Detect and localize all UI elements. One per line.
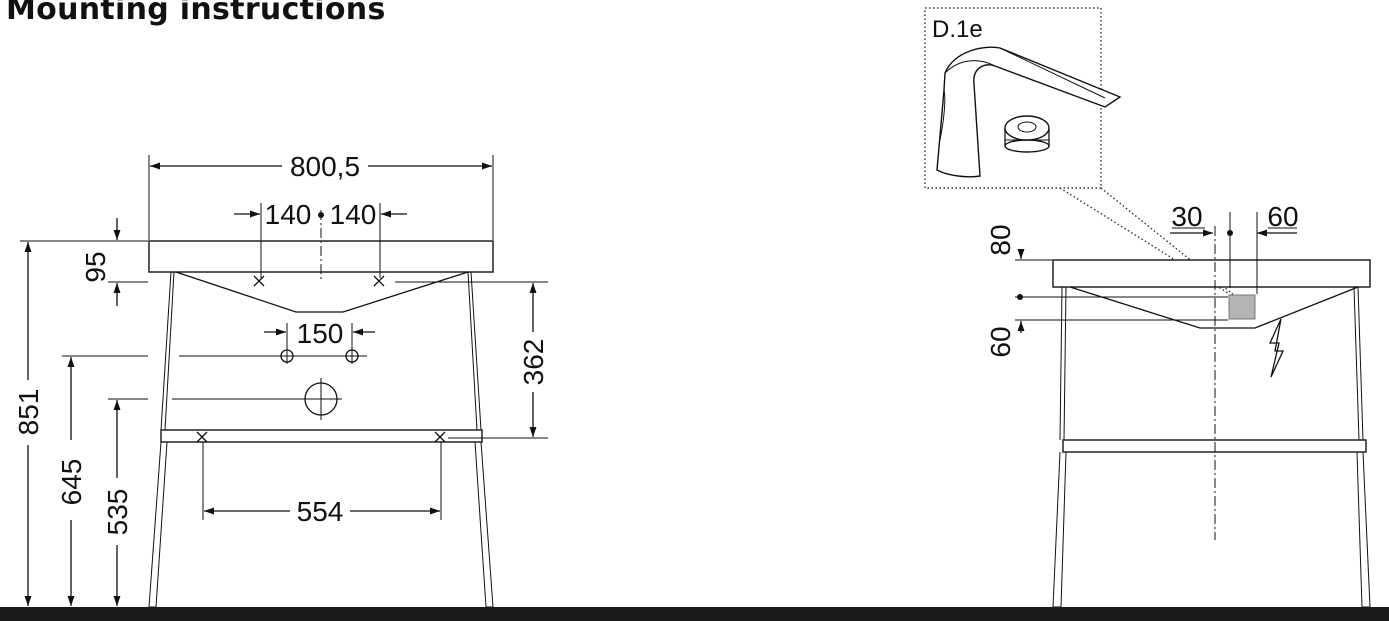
dim-side-height-box: 60 bbox=[985, 326, 1016, 357]
control-knob-icon bbox=[1004, 115, 1050, 153]
detail-d1e: D.1e bbox=[924, 7, 1241, 301]
dim-side-height-top: 80 bbox=[985, 224, 1016, 255]
dim-waste-height: 535 bbox=[102, 489, 133, 536]
leg-left-upper bbox=[160, 271, 175, 431]
dim-side-offset-left: 30 bbox=[1171, 201, 1202, 232]
detail-label: D.1e bbox=[932, 16, 983, 43]
side-basin-bowl bbox=[1069, 286, 1359, 329]
floor bbox=[0, 607, 1389, 621]
dim-total-height: 851 bbox=[13, 389, 44, 436]
side-leg-left-lower bbox=[1052, 451, 1067, 608]
dim-basin-depth: 362 bbox=[518, 339, 549, 386]
dim-rim-depth: 95 bbox=[80, 251, 111, 282]
leg-right-lower bbox=[474, 441, 494, 608]
dim-tap-hole-spacing: 150 bbox=[297, 318, 344, 349]
electric-lightning-icon bbox=[1268, 318, 1285, 378]
waste-outlet bbox=[300, 378, 342, 420]
fixing-point bbox=[196, 431, 208, 443]
side-basin-top bbox=[1052, 259, 1371, 288]
leg-left-lower bbox=[148, 441, 168, 608]
side-leg-left-upper bbox=[1059, 286, 1067, 441]
page-title: Mounting instructions bbox=[6, 0, 386, 27]
dim-tap-hole-height: 645 bbox=[56, 459, 87, 506]
fixing-point bbox=[373, 275, 385, 287]
side-leg-right-upper bbox=[1353, 286, 1364, 441]
detail-frame bbox=[924, 7, 1102, 189]
dim-width: 800,5 bbox=[290, 151, 360, 182]
junction-box bbox=[1228, 294, 1256, 320]
dim-hole-offset-right: 140 bbox=[330, 199, 377, 230]
basin-bowl bbox=[175, 271, 469, 313]
faucet-icon bbox=[936, 46, 1122, 178]
side-view-washbasin: 30 60 80 60 bbox=[985, 201, 1371, 608]
leg-right-upper bbox=[467, 271, 482, 431]
front-view-washbasin: 800,5 140 140 150 554 851 645 535 95 362 bbox=[13, 151, 549, 608]
fixing-point bbox=[434, 431, 446, 443]
dim-side-offset-right: 60 bbox=[1267, 201, 1298, 232]
towel-bar bbox=[160, 429, 483, 443]
dim-hole-offset-left: 140 bbox=[265, 199, 312, 230]
fixing-point bbox=[253, 275, 265, 287]
center-point bbox=[318, 212, 324, 218]
dim-bar-spacing: 554 bbox=[297, 496, 344, 527]
side-leg-right-lower bbox=[1356, 451, 1371, 608]
